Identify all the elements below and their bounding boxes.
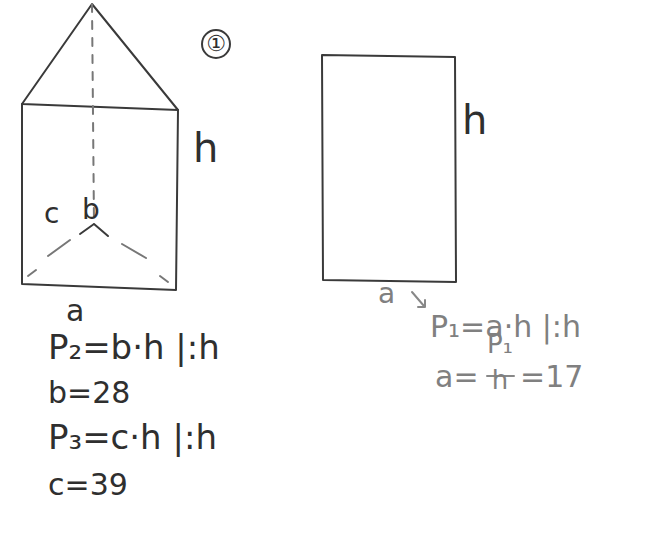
equation: c=39 [48,470,128,500]
edge-label: b [82,196,100,224]
equation: P₃=c·h |:h [48,420,217,454]
height-label: h [193,128,218,168]
edge-label: a [66,296,84,326]
equation: b=28 [48,378,130,408]
callout-number: ① [206,33,226,55]
equation: a= [435,362,479,392]
edge-label: a [378,280,395,308]
equation: =17 [520,362,583,392]
fraction-denominator: h [492,367,508,393]
height-label: h [462,100,487,140]
fraction-numerator: P₁ [487,331,513,357]
equation: P₂=b·h |:h [48,330,220,364]
edge-label: c [44,200,59,228]
